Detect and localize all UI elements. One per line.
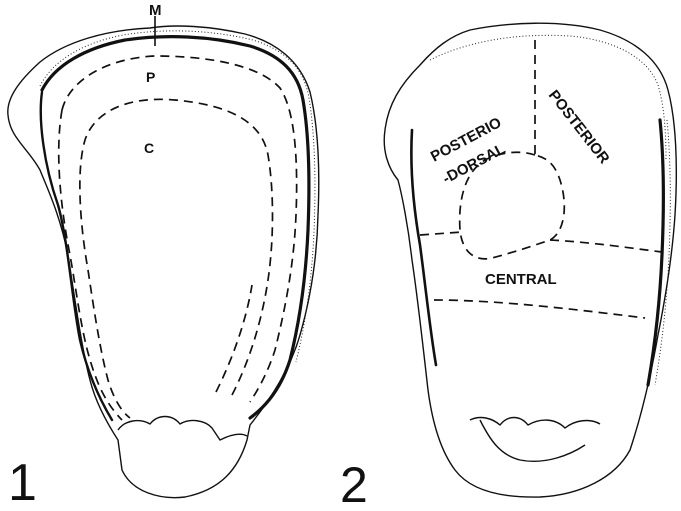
figure-2-shell-outline xyxy=(384,23,676,497)
figure-2-label-central: CENTRAL xyxy=(485,271,557,288)
figure-1-hinge-outline xyxy=(118,417,247,441)
figure-1-rim-inner-left xyxy=(41,92,112,420)
figure-2-boundary-right-stub xyxy=(550,240,662,252)
figure-2-boundary-left-stub xyxy=(420,232,462,235)
figure-1-central-boundary xyxy=(80,99,273,418)
figure-2-rim-left xyxy=(411,130,436,365)
figure-1-label-pallial: P xyxy=(146,69,155,85)
figure-2-number: 2 xyxy=(340,457,368,511)
figure-2-hinge-outline xyxy=(470,418,600,429)
figure-2-boundary-lower xyxy=(434,300,645,318)
figure-1-central-inner-right xyxy=(216,285,252,392)
figure-2-hinge-inner xyxy=(480,420,585,461)
figure-1-shell: M P C 1 xyxy=(8,2,319,511)
figure-1-label-margin: M xyxy=(149,2,162,19)
figure-2-shell: POSTERIO -DORSAL POSTERIOR CENTRAL 2 xyxy=(340,23,676,511)
figure-1-label-central: C xyxy=(144,140,154,156)
figure-2-label-posterior: POSTERIOR xyxy=(545,87,613,167)
figure-1-pallial-outer-boundary xyxy=(62,56,297,402)
figure-1-number: 1 xyxy=(8,454,37,511)
figure-1-shell-outline xyxy=(8,26,319,498)
